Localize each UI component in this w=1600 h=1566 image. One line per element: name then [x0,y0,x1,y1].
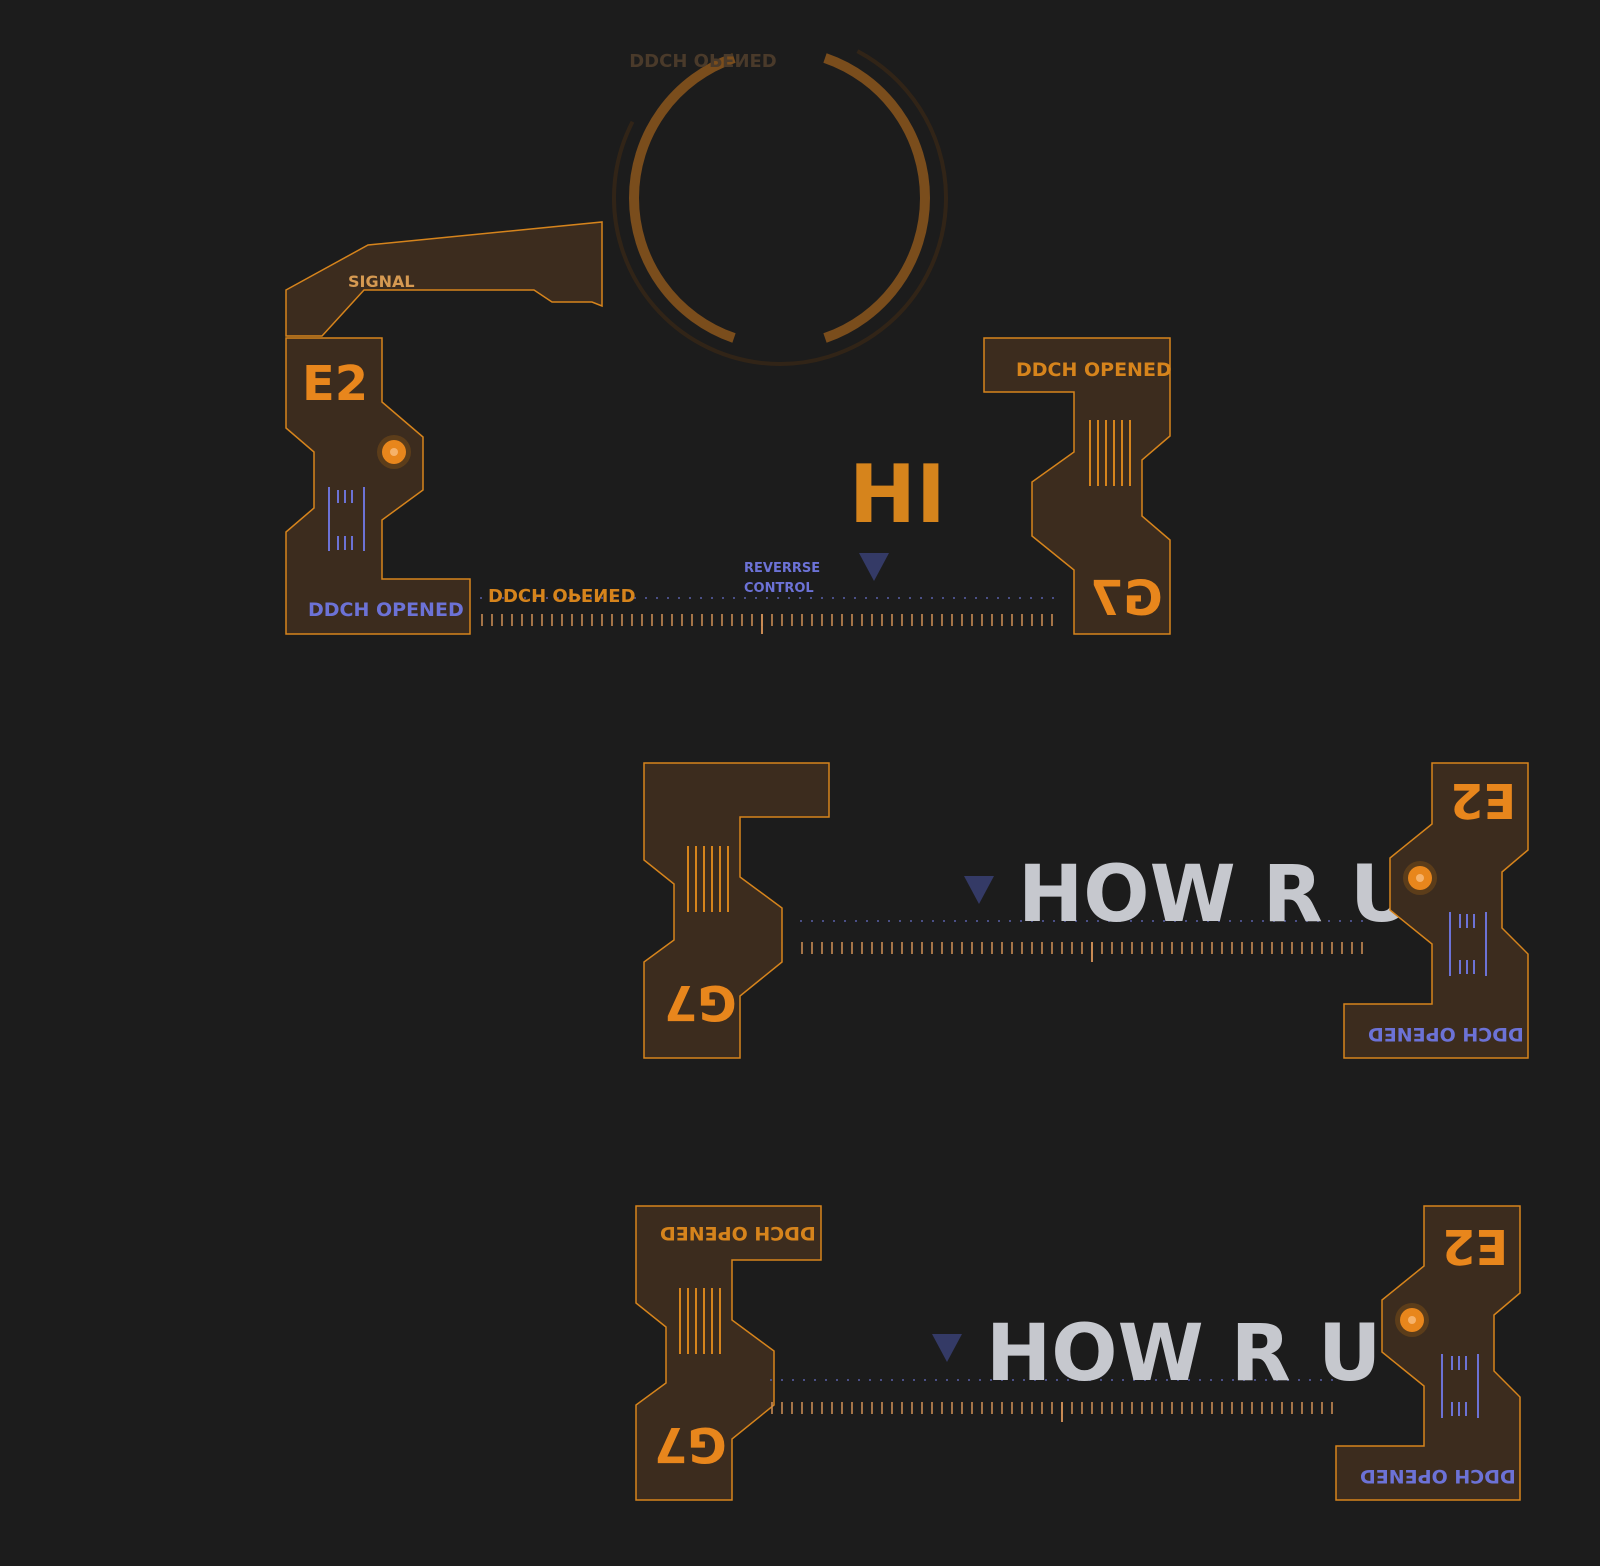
arc-caption: DDCH OPENED [629,49,777,70]
top-right-panel: DDCH OPENED G7 [983,337,1172,635]
signal-label: SIGNAL [348,272,415,291]
barcode-icon [1441,1354,1479,1418]
panel-code: E2 [1450,772,1516,828]
signal-bracket: SIGNAL [285,221,603,337]
bottom-left-panel: DDCH OPENED G7 [635,1205,822,1501]
barcode-icon [679,1288,721,1354]
panel-caption: DDCH OPENED [1016,359,1172,381]
status-dot-icon [1395,1303,1429,1337]
status-dot-icon [377,435,411,469]
barcode-icon [1089,420,1131,486]
barcode-icon [1449,912,1487,976]
bottom-right-panel: E2 DDCH OPENED [1335,1205,1521,1501]
middle-right-panel: E2 DDCH OPENED [1343,762,1529,1059]
reverse-control-line1: REVERRSE [744,561,820,576]
middle-left-panel: G7 [643,762,830,1059]
ruler-ticks-icon [481,614,1053,634]
middle-ruler: HOW R U [800,850,1413,962]
reverse-control-line2: CONTROL [744,581,814,596]
pointer-triangle-icon [859,553,889,581]
panel-caption: DDCH OPENED [660,1222,816,1244]
greeting: HI [849,448,946,541]
panel-code: E2 [302,356,368,412]
top-left-panel: E2 DDCH OPENED [285,337,471,635]
middle-hud: G7 HOW R U E2 DDCH OPENED [643,762,1529,1059]
pointer-triangle-icon [964,876,994,904]
ruler-ticks-icon [771,1402,1333,1422]
panel-code: G7 [1090,571,1163,627]
top-ruler: DDCH OPENED REVERRSE CONTROL HI [480,448,1054,634]
barcode-icon [687,846,729,912]
pointer-triangle-icon [932,1334,962,1362]
panel-code: G7 [654,1416,727,1472]
ruler-caption: DDCH OPENED [488,584,636,605]
bottom-hud: DDCH OPENED G7 HOW R U E2 [635,1205,1521,1501]
ruler-ticks-icon [801,942,1363,962]
arc-gauge: DDCH OPENED [612,29,948,366]
panel-code: E2 [1442,1218,1508,1274]
panel-code: G7 [664,974,737,1030]
message: HOW R U [986,1309,1381,1399]
status-dot-icon [1403,861,1437,895]
panel-caption: DDCH OPENED [1368,1023,1524,1045]
panel-caption: DDCH OPENED [308,599,464,621]
panel-caption: DDCH OPENED [1360,1465,1516,1487]
top-hud: DDCH OPENED SIGNAL E2 DDCH OPENED [285,29,1172,635]
barcode-icon [328,487,365,551]
message: HOW R U [1018,850,1413,940]
bottom-ruler: HOW R U [770,1309,1381,1422]
